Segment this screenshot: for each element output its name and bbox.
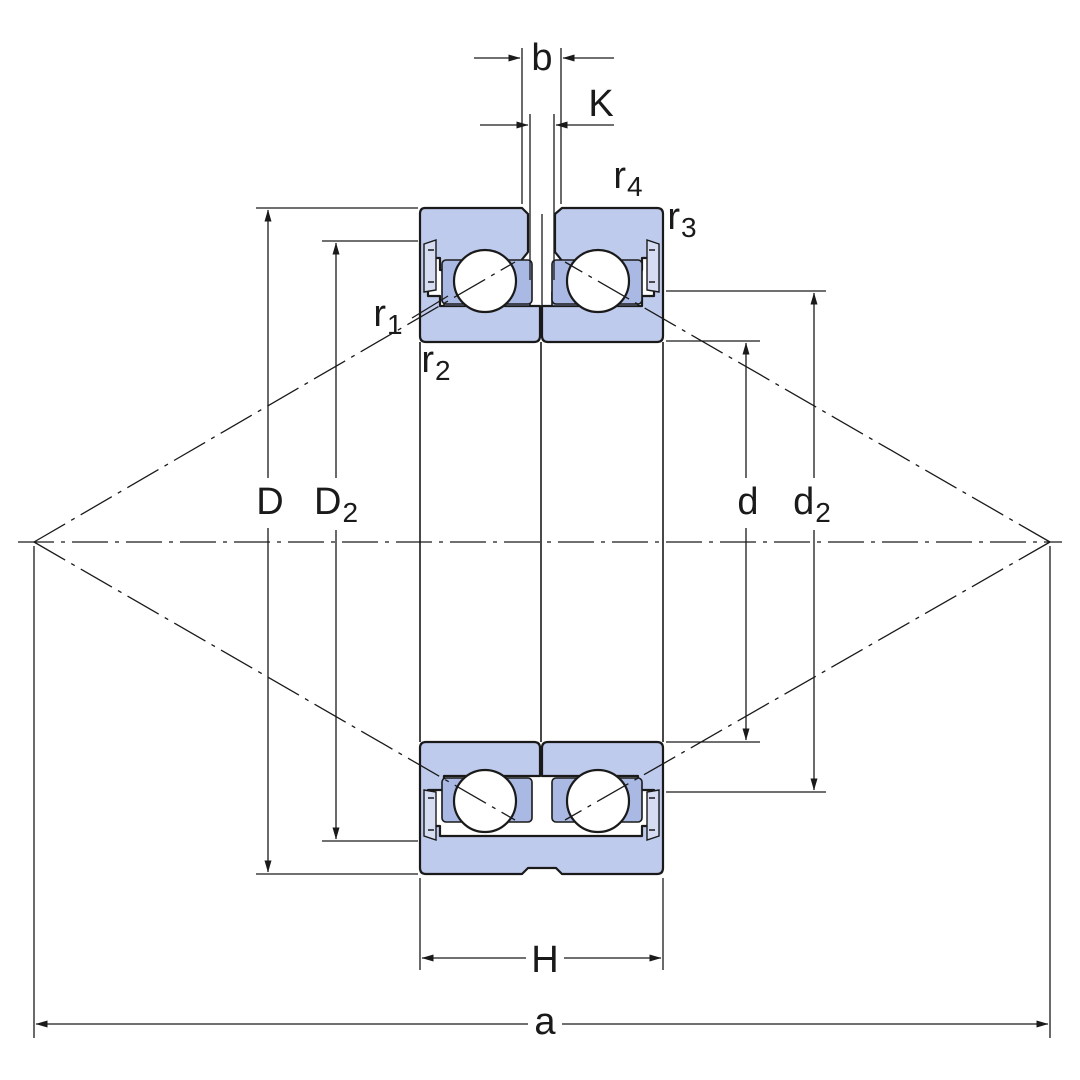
label-D2: D2 <box>314 481 358 528</box>
label-D: D <box>256 481 283 523</box>
centre-lines <box>18 261 1062 821</box>
lube-hole-lines <box>521 48 562 306</box>
label-b: b <box>531 37 552 79</box>
label-a: a <box>534 1001 556 1043</box>
seal-right <box>646 239 660 293</box>
dimension-lines <box>35 54 1049 1028</box>
label-r4: r4 <box>613 155 642 202</box>
ball-top-left <box>452 248 518 314</box>
label-r3: r3 <box>667 196 696 243</box>
label-K: K <box>588 83 613 125</box>
label-H: H <box>531 939 558 981</box>
label-r1: r1 <box>373 293 402 340</box>
ball-bottom-left <box>452 768 518 834</box>
label-d: d <box>737 481 758 523</box>
outer-ring-left <box>418 206 542 344</box>
dimension-labels: b K r4 r3 r1 r2 D D2 d d2 H a <box>256 37 831 1043</box>
seal-left <box>423 239 437 293</box>
seal-bottom-left <box>423 789 437 841</box>
label-r2: r2 <box>421 339 450 386</box>
extension-lines <box>33 207 1051 1038</box>
seal-bottom-right <box>646 789 660 841</box>
bearing-section-bottom <box>418 740 665 876</box>
bearing-section-top <box>418 206 665 344</box>
label-d2: d2 <box>793 481 831 528</box>
